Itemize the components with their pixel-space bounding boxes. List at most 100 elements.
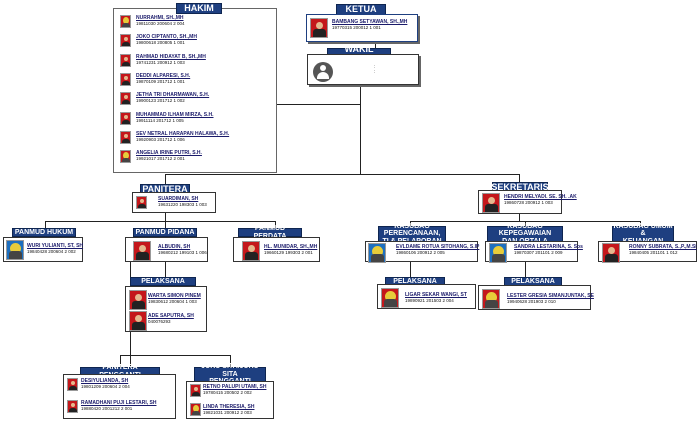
pelaksana-kepeg-photo bbox=[482, 289, 500, 309]
connector-line bbox=[525, 262, 526, 277]
kasubag-umum-title-line1: KASUBAG UMUM & bbox=[613, 222, 673, 238]
pelaksana-kepeg-nip: 19940628 201903 2 010 bbox=[507, 299, 556, 304]
ketua-title: KETUA bbox=[345, 3, 377, 14]
wakil-name: : bbox=[374, 64, 376, 69]
hakim-photo bbox=[120, 130, 131, 144]
jurusita-header: JURU SITA/JURU SITA PENGGANTI bbox=[194, 363, 266, 385]
panitera-box: SUARDIMAN, SH 19631220 198303 1 003 bbox=[132, 192, 216, 213]
jurusita-photo bbox=[190, 403, 201, 416]
pelaksana-pidana-header: PELAKSANA bbox=[130, 277, 196, 286]
pelaksana-name: ADE SAPUTRA, SH bbox=[148, 313, 194, 319]
hakim-nip: 19741231 200912 1 003 bbox=[136, 59, 185, 65]
jurusita-nip: 19780415 200502 2 002 bbox=[203, 390, 252, 395]
hakim-nip: 19800618 200805 1 001 bbox=[136, 40, 185, 46]
sekretaris-photo bbox=[482, 193, 500, 213]
sekretaris-nip: 19860728 200912 1 003 bbox=[504, 200, 553, 205]
panitera-photo bbox=[136, 196, 147, 209]
pelaksana-kepeg-box: LESTER GRESIA SIMANJUNTAK, SE 19940628 2… bbox=[478, 285, 594, 310]
panmud-perdata-photo bbox=[242, 241, 260, 261]
hakim-nip: 19900123 201712 1 002 bbox=[136, 98, 185, 104]
connector-line bbox=[277, 104, 361, 105]
hakim-name: DEDDI ALPARESI, S.H. bbox=[136, 72, 191, 79]
hakim-photo bbox=[120, 15, 131, 28]
panmud-pidana-photo bbox=[133, 241, 151, 261]
panmud-hukum-box: WURI YULIANTI, ST, SH 19840428 200604 2 … bbox=[3, 237, 83, 262]
panmud-perdata-title: PANMUD PERDATA bbox=[253, 225, 287, 240]
hakim-name: SEV NETRAL HARAPAN HALAWA, S.H. bbox=[136, 130, 230, 137]
hakim-nip: 19921017 201712 2 001 bbox=[136, 156, 185, 162]
panitera-pengganti-name: DESIYULIANDA, SH bbox=[81, 378, 129, 384]
panitera-pengganti-nip: 19801209 200604 2 004 bbox=[81, 384, 130, 389]
panitera-nip: 19631220 198303 1 003 bbox=[158, 202, 207, 207]
panitera-pengganti-photo bbox=[67, 378, 78, 391]
sekretaris-title: SEKRETARIS bbox=[491, 181, 549, 192]
ketua-name: BAMBANG SETYAWAN, SH.,MH bbox=[332, 19, 408, 25]
connector-line bbox=[165, 174, 520, 175]
kasubag-kepeg-box: SANDRA LESTARINA, S. Sos 19870307 201101… bbox=[485, 241, 583, 263]
wakil-box: : : bbox=[307, 54, 419, 85]
panitera-pengganti-name: RAMADHANI PUJI LESTARI, SH bbox=[81, 400, 157, 406]
panmud-perdata-header: PANMUD PERDATA bbox=[238, 225, 302, 240]
kasubag-umum-header: KASUBAG UMUM & KEUANGAN bbox=[612, 222, 674, 245]
connector-line bbox=[360, 85, 361, 174]
pelaksana-ptip-nip: 19890921 201503 2 004 bbox=[405, 298, 454, 303]
pelaksana-pidana-box: WARTA SIMON PINEM 19830612 200604 1 003 … bbox=[125, 286, 207, 332]
pelaksana-nip: 19830612 200604 1 003 bbox=[148, 299, 197, 304]
panitera-pengganti-nip: 19880420 2001212 2 001 bbox=[81, 406, 133, 411]
ketua-box: BAMBANG SETYAWAN, SH.,MH 19770315 200012… bbox=[306, 14, 418, 42]
panmud-hukum-name: WURI YULIANTI, ST, SH bbox=[27, 243, 84, 249]
panmud-pidana-nip: 19680212 199103 1 006 bbox=[158, 250, 207, 255]
kasubag-kepeg-header: KASUBAG KEPEGAWAIAN DAN ORTALA bbox=[487, 222, 563, 245]
kasubag-umum-name: RONNY SUBRATA, S.,P.,M.Si bbox=[629, 244, 697, 250]
hakim-nip: 19811030 200604 2 004 bbox=[136, 21, 185, 26]
connector-line bbox=[165, 174, 166, 184]
jurusita-title-line1: JURU SITA/JURU SITA bbox=[201, 363, 259, 378]
hakim-name: MUHAMMAD ILHAM MIRZA, S.H. bbox=[136, 111, 214, 118]
panmud-pidana-name: ALBUDIN, SH bbox=[158, 244, 191, 250]
connector-line bbox=[410, 262, 411, 277]
sekretaris-name: HENDRI MELYADI. SE. SH. .AK bbox=[504, 194, 577, 200]
jurusita-name: RETNO PALUPI UTAMI, SH bbox=[203, 384, 267, 390]
panmud-pidana-box: ALBUDIN, SH 19680212 199103 1 006 bbox=[125, 237, 208, 262]
hakim-nip: 19911114 201712 1 005 bbox=[136, 117, 184, 123]
hakim-photo bbox=[120, 111, 131, 125]
connector-line bbox=[525, 221, 526, 226]
connector-line bbox=[230, 355, 231, 367]
connector-line bbox=[120, 355, 121, 367]
pelaksana-pidana-title: PELAKSANA bbox=[141, 277, 185, 285]
kasubag-ptip-photo bbox=[368, 243, 386, 263]
panmud-pidana-header: PANMUD PIDANA bbox=[133, 228, 197, 237]
connector-line bbox=[120, 355, 230, 356]
hakim-name: ANGELIA IRINE PUTRI, S.H. bbox=[136, 150, 202, 157]
panitera-pengganti-photo bbox=[67, 400, 78, 413]
kasubag-kepeg-name: SANDRA LESTARINA, S. Sos bbox=[514, 244, 583, 250]
pelaksana-kepeg-name: LESTER GRESIA SIMANJUNTAK, SE bbox=[507, 293, 594, 299]
pelaksana-ptip-box: LIGAR SEKAR WANGI, ST 19890921 201503 2 … bbox=[377, 284, 476, 309]
panmud-hukum-header: PANMUD HUKUM bbox=[12, 228, 76, 237]
ketua-photo bbox=[310, 18, 328, 38]
hakim-photo bbox=[120, 72, 131, 86]
panmud-perdata-box: HL. MUNIDAR, SH.,MH 19660129 199303 2 00… bbox=[233, 237, 320, 262]
pelaksana-kepeg-title: PELAKSANA bbox=[511, 277, 555, 285]
connector-line bbox=[519, 214, 520, 221]
connector-line bbox=[165, 221, 166, 228]
kasubag-kepeg-title-line1: KASUBAG KEPEGAWAIAN bbox=[498, 222, 552, 238]
kasubag-umum-photo bbox=[602, 243, 620, 263]
connector-line bbox=[165, 213, 166, 221]
kasubag-umum-nip: 19840405 201101 1 012 bbox=[629, 250, 678, 255]
kasubag-kepeg-photo bbox=[489, 243, 507, 263]
panmud-perdata-nip: 19660129 199303 2 001 bbox=[264, 250, 313, 255]
kasubag-ptip-nip: 19860106 200912 2 005 bbox=[396, 250, 445, 255]
sekretaris-box: HENDRI MELYADI. SE. SH. .AK 19860728 200… bbox=[478, 190, 577, 214]
connector-line bbox=[45, 221, 276, 222]
jurusita-name: LINDA THERESIA, SH bbox=[203, 404, 255, 410]
connector-line bbox=[519, 174, 520, 182]
hakim-nip: 19870109 201712 1 001 bbox=[136, 78, 185, 84]
connector-line bbox=[375, 42, 376, 50]
hakim-title: HAKIM bbox=[184, 2, 214, 13]
pelaksana-photo bbox=[129, 290, 147, 310]
hakim-nip: 19920903 201712 1 006 bbox=[136, 136, 185, 142]
hakim-header: HAKIM bbox=[176, 3, 222, 14]
panitera-pengganti-box: DESIYULIANDA, SH 19801209 200604 2 004 R… bbox=[63, 374, 176, 419]
